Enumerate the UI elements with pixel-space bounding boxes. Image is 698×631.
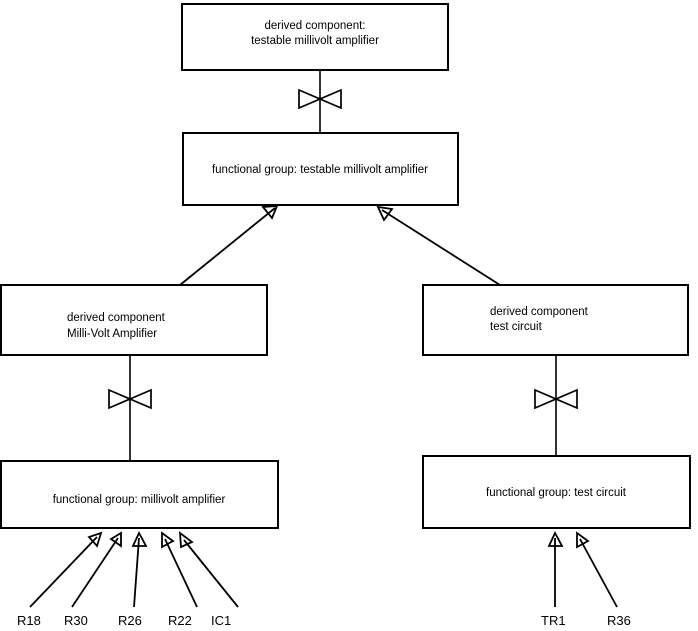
box-derived-testable-millivolt-amplifier[interactable]: derived component: testable millivolt am… (181, 3, 449, 71)
leaf-label-r22: R22 (168, 613, 192, 628)
arrow-r26-to-fg-mva (131, 530, 148, 608)
box-fg-testable-millivolt-amplifier[interactable]: functional group: testable millivolt amp… (182, 132, 459, 206)
box-fg-millivolt-amplifier[interactable]: functional group: millivolt amplifier (0, 460, 279, 529)
derivation-connector-lines (129, 70, 557, 461)
leaf-arrows-test-circuit (547, 530, 618, 608)
box-label-line2: test circuit (490, 321, 543, 333)
leaf-label-ic1: IC1 (211, 613, 231, 628)
box-label-line1: derived component (67, 312, 166, 324)
leaf-label-r26: R26 (118, 613, 142, 628)
box-label-line2: testable millivolt amplifier (251, 35, 379, 47)
box-derived-milli-volt-amplifier[interactable]: derived component Milli-Volt Amplifier (0, 284, 268, 356)
leaf-label-tr1: TR1 (541, 613, 566, 628)
box-label-line1: functional group: testable millivolt amp… (212, 164, 428, 176)
box-label-line1: functional group: test circuit (486, 487, 627, 499)
box-label-line2: Milli-Volt Amplifier (67, 328, 157, 340)
arrow-r18-to-fg-mva (29, 531, 103, 608)
box-label-line1: functional group: millivolt amplifier (53, 494, 226, 506)
leaf-labels: R18 R30 R26 R22 IC1 TR1 R36 (17, 613, 631, 628)
arrow-r30-to-fg-mva (71, 531, 122, 608)
gen-arrow-tc-to-testable (376, 205, 501, 286)
bowtie-left-icon (108, 388, 152, 410)
box-label-line1: derived component: (264, 20, 365, 32)
bowtie-right-icon (534, 388, 578, 410)
arrow-ic1-to-fg-mva (178, 531, 239, 608)
leaf-label-r30: R30 (64, 613, 88, 628)
arrow-r36-to-fg-tc (576, 531, 618, 608)
leaf-label-r36: R36 (607, 613, 631, 628)
bowtie-top-icon (298, 88, 342, 110)
leaf-label-r18: R18 (17, 613, 41, 628)
leaf-arrows-millivolt-amplifier (29, 530, 239, 608)
gen-arrow-mva-to-testable (179, 204, 279, 286)
arrow-tr1-to-fg-tc (547, 530, 564, 607)
box-fg-test-circuit[interactable]: functional group: test circuit (422, 455, 691, 529)
arrow-r22-to-fg-mva (161, 531, 198, 608)
generalization-arrows (179, 204, 501, 286)
box-derived-test-circuit[interactable]: derived component test circuit (422, 284, 689, 356)
bowtie-symbols (108, 88, 578, 410)
box-label-line1: derived component (490, 306, 589, 318)
